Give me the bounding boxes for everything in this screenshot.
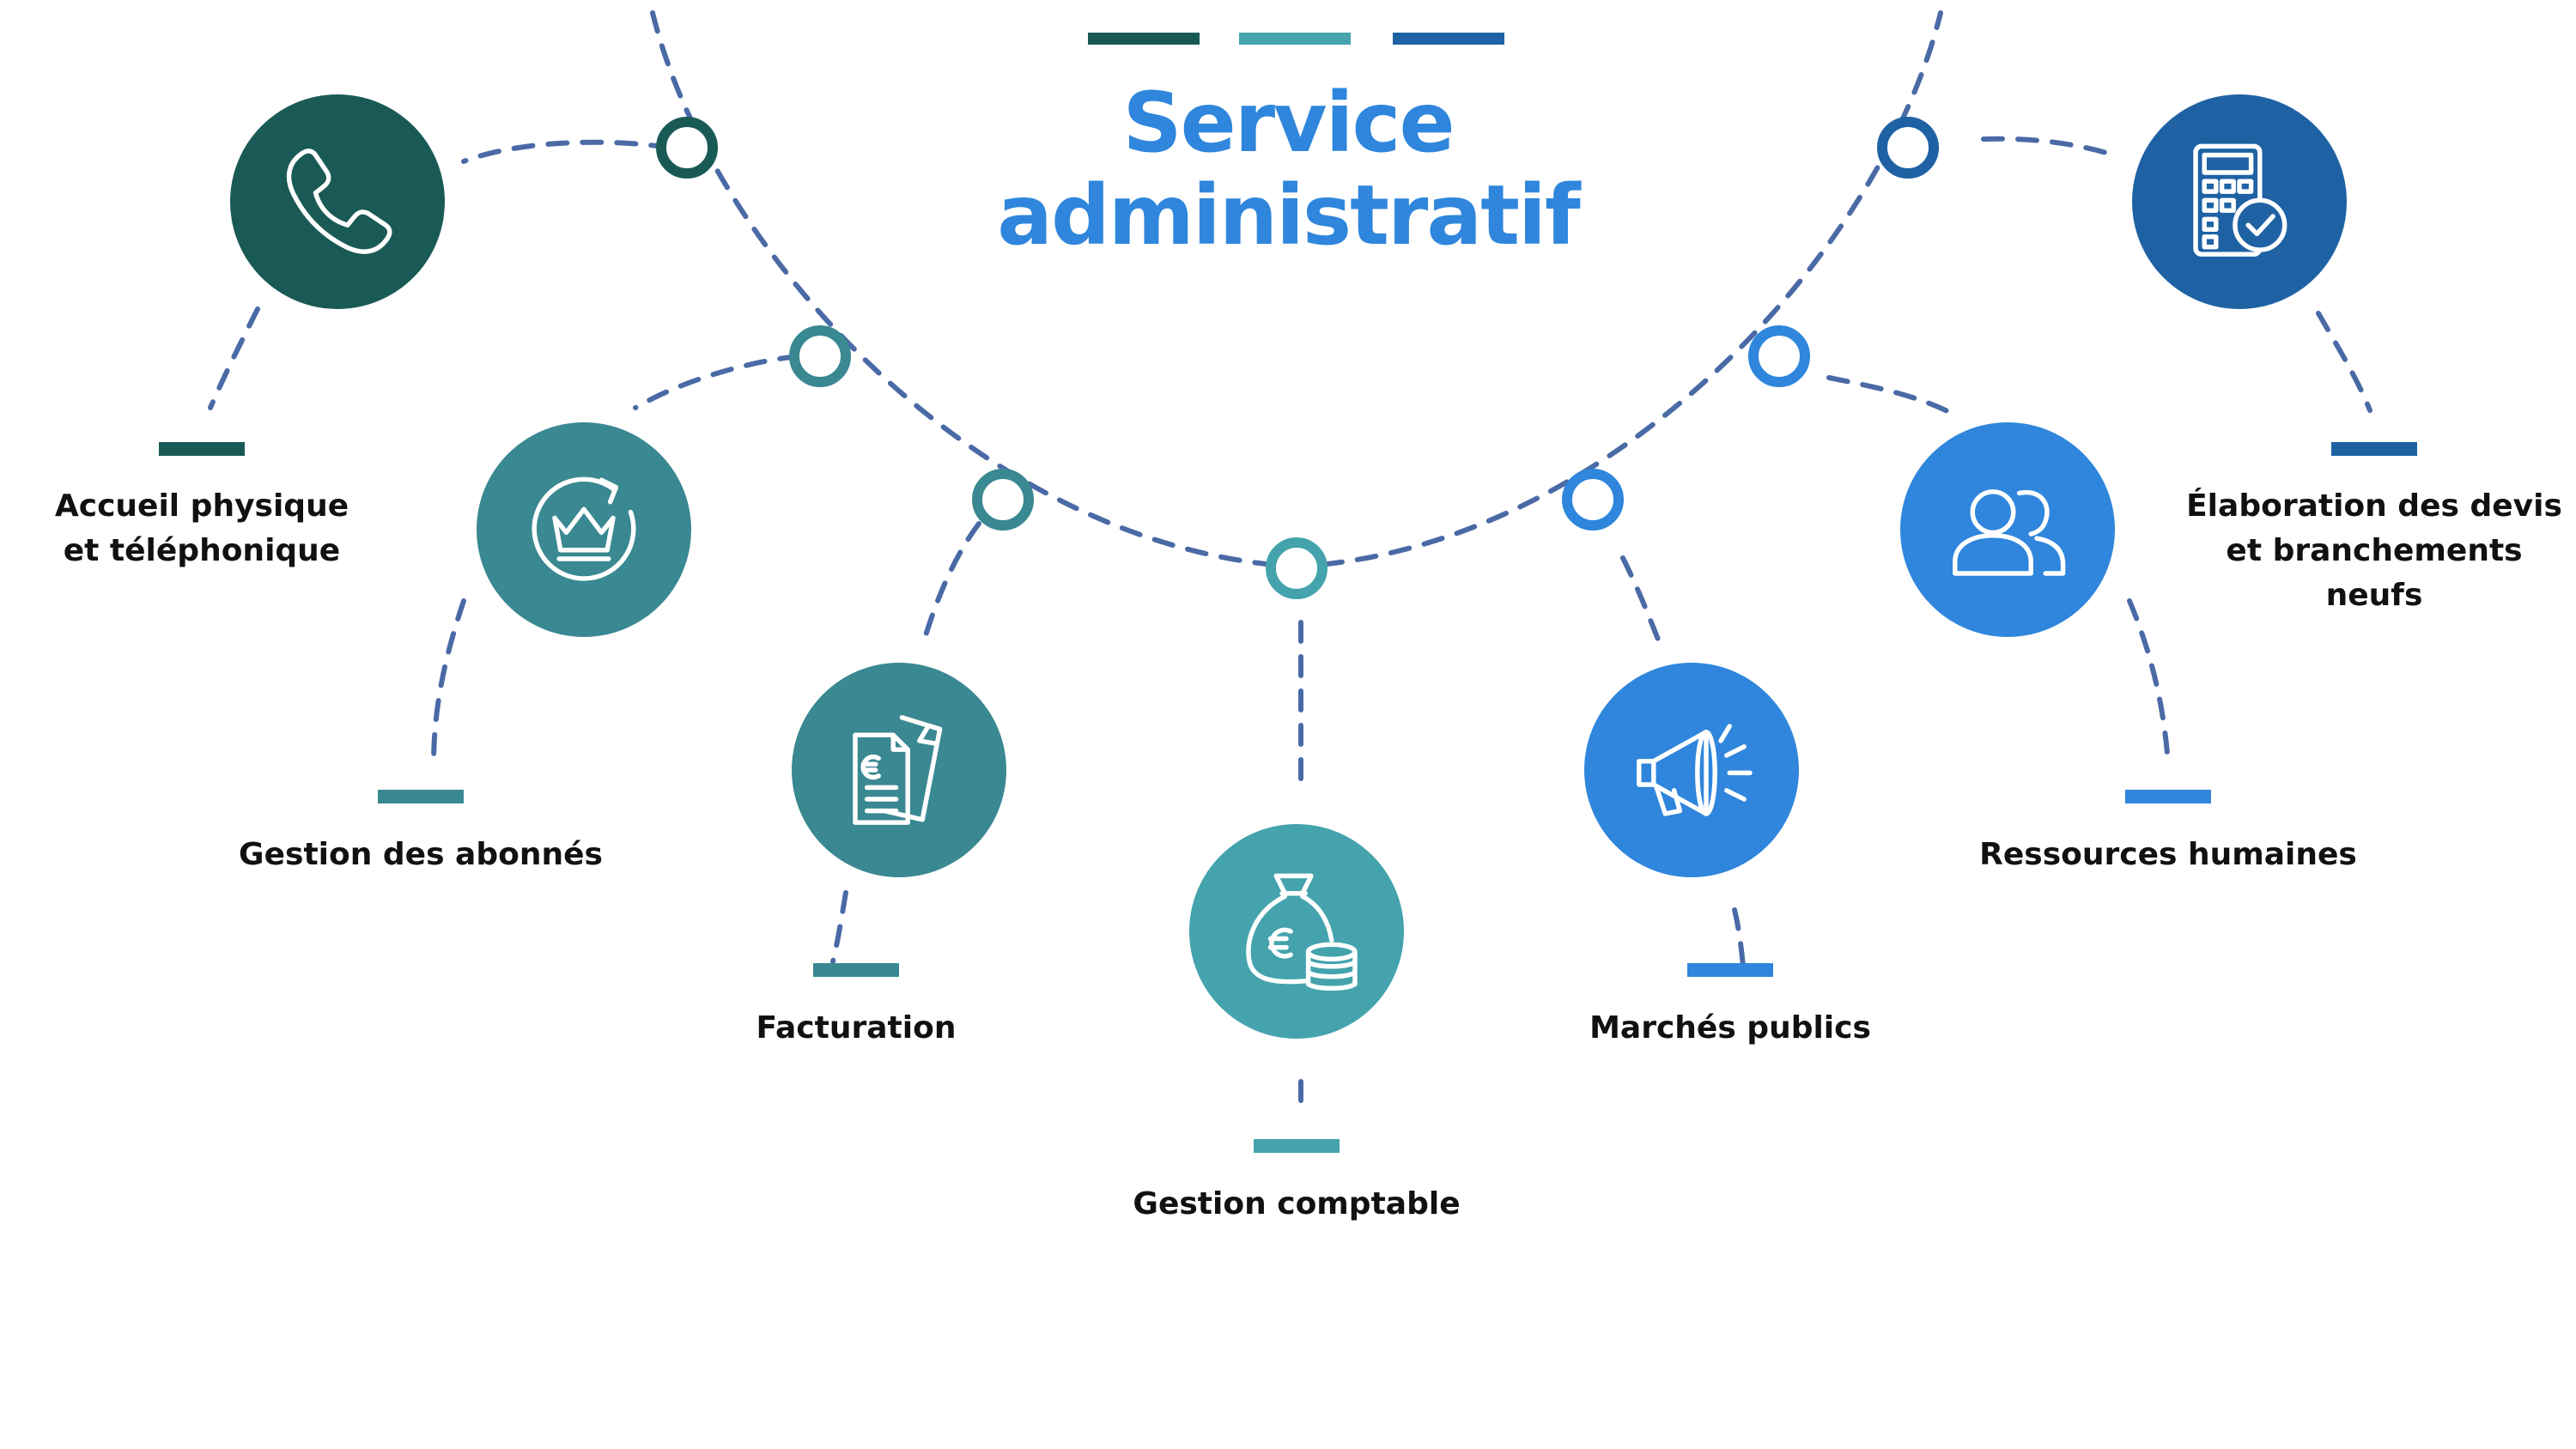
title-line-1: Service [1122,75,1455,171]
node-ring [1748,325,1810,387]
hr-circle [1900,422,2115,637]
phone-icon [286,149,392,254]
bar-facturation [813,963,899,977]
node-ring [1266,537,1327,599]
quotes-circle [2132,94,2347,309]
node-ring [789,325,851,387]
node-ring [656,117,718,179]
bar-comptable [1254,1139,1340,1153]
invoice-euro-icon [853,715,943,825]
bar-devis [2331,442,2417,456]
subscribers-circle [477,422,691,637]
megaphone-icon [1637,724,1753,816]
label-facturation: Facturation [756,1010,957,1046]
node-ring [1562,469,1624,530]
bar-marches [1687,963,1773,977]
label-comptable: Gestion comptable [1133,1186,1461,1222]
label-marches: Marchés publics [1589,1010,1871,1046]
title-line-2: administratif [997,167,1580,264]
title-bar-1 [1088,33,1200,45]
accounting-circle [1189,824,1404,1039]
node-ring [972,469,1034,530]
label-devis: Élaboration des devis et branchements ne… [2186,488,2562,613]
node-ring [1877,117,1939,179]
label-accueil: Accueil physique et téléphonique [54,488,349,568]
money-bag-coins-icon [1246,873,1358,991]
label-rh: Ressources humaines [1979,837,2357,872]
calculator-check-icon [2193,143,2287,257]
phone-circle [230,94,445,309]
title-bar-3 [1393,33,1504,45]
bar-rh [2125,790,2211,803]
crown-refresh-icon [532,476,636,581]
label-abonnes: Gestion des abonnés [239,837,603,872]
invoicing-circle [792,663,1006,877]
bar-abonnes [378,790,464,803]
title-bar-2 [1239,33,1351,45]
procurement-circle [1584,663,1799,877]
people-icon [1953,489,2066,576]
bar-accueil [159,442,245,456]
